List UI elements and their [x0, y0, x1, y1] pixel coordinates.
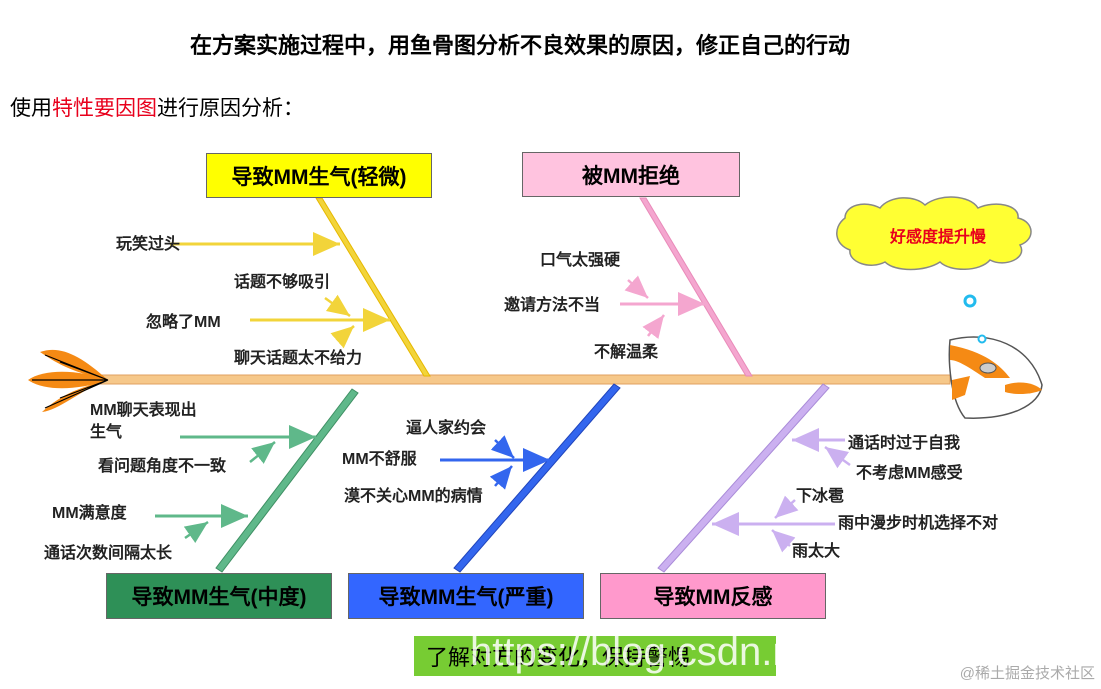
cause-label: 话题不够吸引 [234, 272, 330, 293]
category-bottom-left: 导致MM生气(中度) [106, 573, 332, 619]
cause-label: 通话次数间隔太长 [44, 543, 172, 564]
cause-label: 雨中漫步时机选择不对 [838, 513, 998, 534]
cause-label: MM聊天表现出 [90, 400, 197, 421]
bubble-icon [979, 336, 986, 343]
cause-label: 聊天话题太不给力 [234, 348, 362, 369]
watermark-url: https://blog.csdn.n [470, 630, 795, 675]
category-bottom-right: 导致MM反感 [600, 573, 826, 619]
cause-label: 通话时过于自我 [848, 433, 960, 454]
watermark-credit: @稀土掘金技术社区 [960, 662, 1095, 683]
spine [100, 375, 950, 384]
fish-head-icon [949, 337, 1042, 418]
category-bottom-mid: 导致MM生气(严重) [348, 573, 584, 619]
cause-label: 下冰雹 [796, 486, 844, 507]
cause-label: 不考虑MM感受 [856, 463, 963, 484]
cause-label: 生气 [90, 422, 122, 443]
cause-label: 不解温柔 [594, 342, 658, 363]
cause-label: MM不舒服 [342, 449, 417, 470]
cause-label: 看问题角度不一致 [98, 456, 226, 477]
cause-label: MM满意度 [52, 503, 127, 524]
cause-label: 雨太大 [792, 541, 840, 562]
effect-label: 好感度提升慢 [890, 223, 986, 247]
cause-label: 邀请方法不当 [504, 295, 600, 316]
bubble-icon [965, 296, 975, 306]
cause-label: 忽略了MM [146, 312, 221, 333]
cause-label: 口气太强硬 [540, 250, 620, 271]
cause-label: 漠不关心MM的病情 [344, 486, 483, 507]
category-top-right: 被MM拒绝 [522, 152, 740, 197]
cause-label: 玩笑过头 [116, 234, 180, 255]
cause-label: 逼人家约会 [406, 418, 486, 439]
category-top-left: 导致MM生气(轻微) [206, 153, 432, 198]
